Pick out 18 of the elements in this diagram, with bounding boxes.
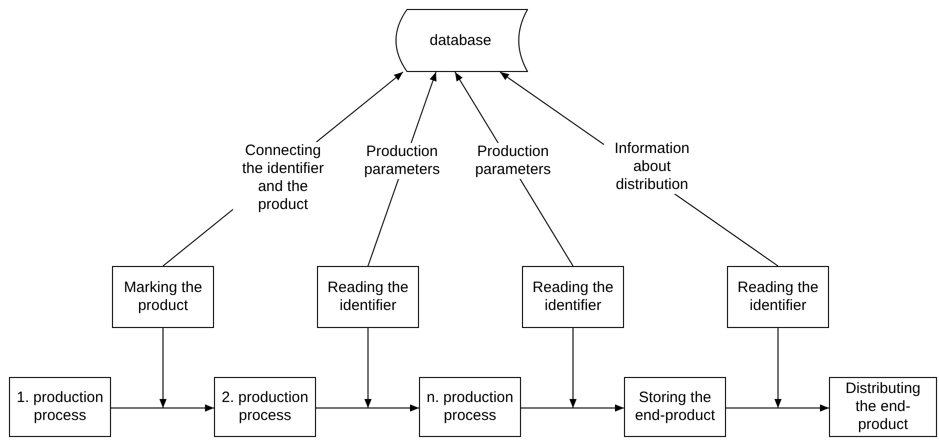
- process-box: Reading the identifier: [522, 266, 624, 328]
- process-box: n. production process: [419, 377, 521, 437]
- process-box: Reading the identifier: [727, 266, 829, 328]
- arrow: [316, 404, 420, 412]
- database-shape: database: [393, 9, 528, 72]
- arrow: [110, 404, 214, 412]
- arrow: [774, 328, 782, 408]
- process-box: Reading the identifier: [317, 266, 419, 328]
- process-box: Storing the end-product: [624, 377, 726, 437]
- arrow: [569, 328, 577, 408]
- process-box: 2. production process: [214, 377, 316, 437]
- process-box: Marking the product: [112, 266, 214, 328]
- arrow: [726, 404, 830, 412]
- arrow: [159, 328, 167, 408]
- process-box: 1. production process: [9, 377, 111, 437]
- process-box: Distributing the end-product: [829, 377, 937, 437]
- arrow: [364, 328, 372, 408]
- arrow: [520, 404, 624, 412]
